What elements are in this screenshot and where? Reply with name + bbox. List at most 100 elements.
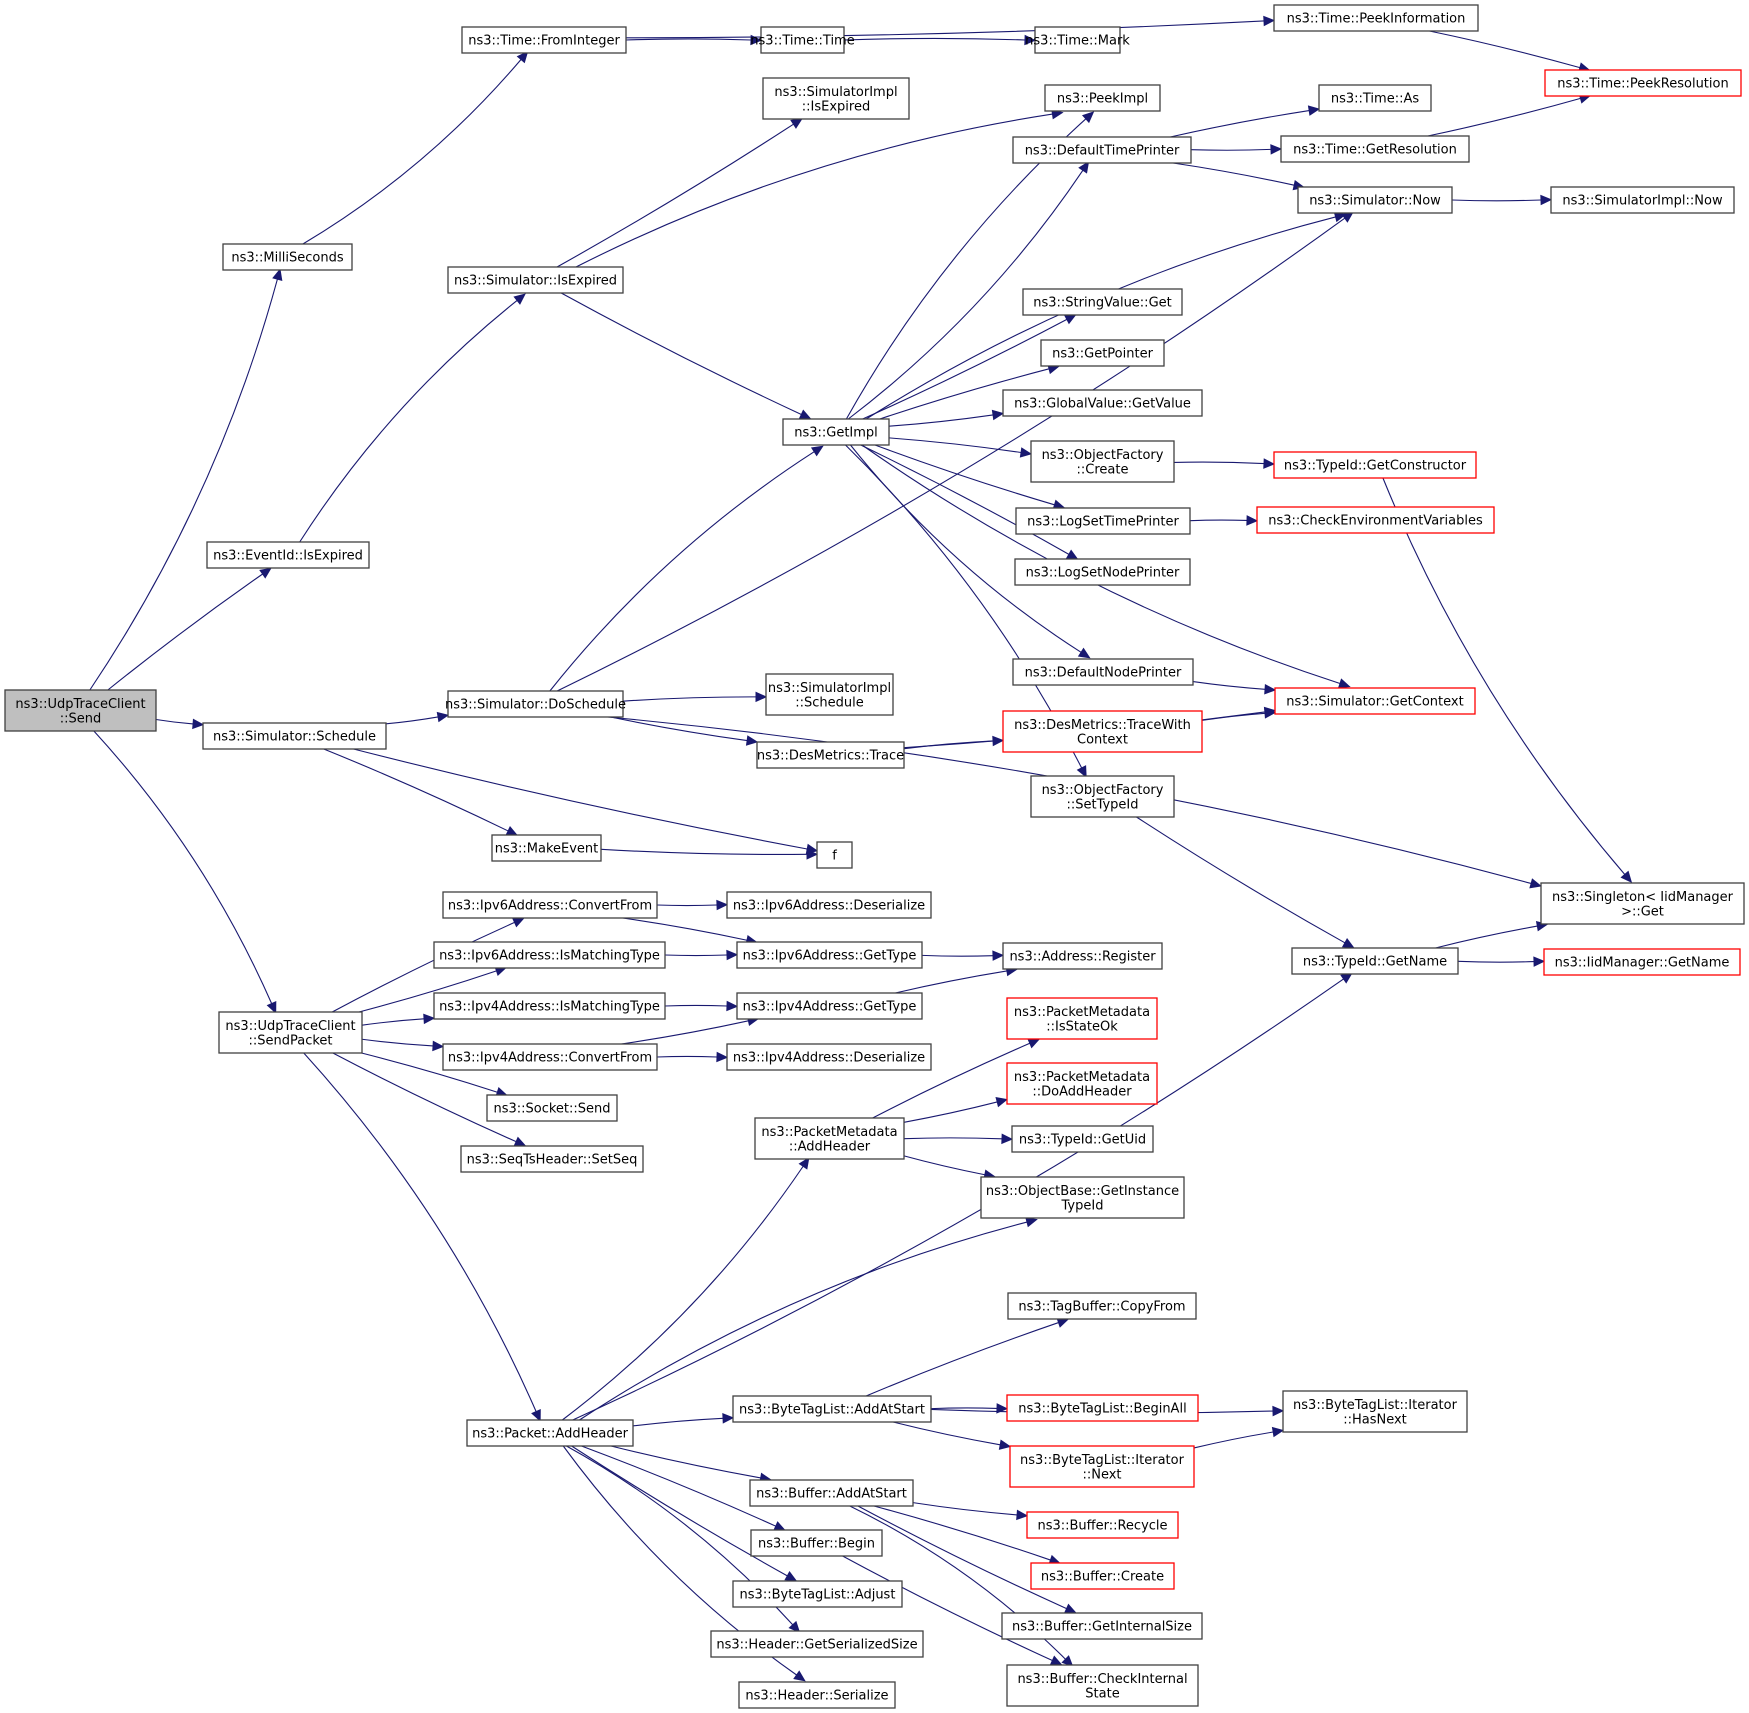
node-simulatorimpl-now[interactable]: ns3::SimulatorImpl::Now: [1550, 186, 1735, 214]
node-packetmetadata-addheader[interactable]: ns3::PacketMetadata::AddHeader: [754, 1117, 905, 1160]
node-defaulttimeprinter[interactable]: ns3::DefaultTimePrinter: [1012, 136, 1192, 164]
node-singleton-iidmanager-get[interactable]: ns3::Singleton< IidManager>::Get: [1540, 882, 1745, 925]
node-box[interactable]: [466, 1419, 634, 1447]
node-box[interactable]: [1274, 687, 1476, 715]
node-box[interactable]: [1006, 997, 1158, 1040]
node-box[interactable]: [1550, 186, 1735, 214]
node-logsettimeprinter[interactable]: ns3::LogSetTimePrinter: [1015, 507, 1191, 535]
node-box[interactable]: [491, 834, 602, 862]
node-box[interactable]: [460, 1145, 644, 1173]
node-box[interactable]: [750, 1529, 883, 1557]
node-simulator-now[interactable]: ns3::Simulator::Now: [1297, 186, 1453, 214]
node-box[interactable]: [1040, 339, 1165, 367]
node-udptraceclient-sendpacket[interactable]: ns3::UdpTraceClient::SendPacket: [218, 1011, 363, 1054]
node-socket-send[interactable]: ns3::Socket::Send: [486, 1094, 618, 1122]
node-ipv4address-ismatchingtype[interactable]: ns3::Ipv4Address::IsMatchingType: [433, 992, 666, 1020]
node-box[interactable]: [1030, 440, 1175, 483]
node-ipv6address-ismatchingtype[interactable]: ns3::Ipv6Address::IsMatchingType: [433, 941, 666, 969]
node-getpointer[interactable]: ns3::GetPointer: [1040, 339, 1165, 367]
node-ipv6address-deserialize[interactable]: ns3::Ipv6Address::Deserialize: [726, 891, 932, 919]
node-box[interactable]: [710, 1630, 924, 1658]
node-box[interactable]: [1006, 1062, 1158, 1105]
node-bytetaglist-iterator-hasnext[interactable]: ns3::ByteTagList::Iterator::HasNext: [1282, 1390, 1468, 1433]
node-packet-addheader[interactable]: ns3::Packet::AddHeader: [466, 1419, 634, 1447]
node-simulator-isexpired[interactable]: ns3::Simulator::IsExpired: [447, 266, 624, 294]
node-globalvalue-getvalue[interactable]: ns3::GlobalValue::GetValue: [1002, 389, 1203, 417]
node-ipv4address-gettype[interactable]: ns3::Ipv4Address::GetType: [736, 992, 923, 1020]
node-eventid-isexpired[interactable]: ns3::EventId::IsExpired: [206, 541, 370, 569]
node-box[interactable]: [738, 1681, 896, 1709]
node-box[interactable]: [816, 841, 853, 869]
node-time-getresolution[interactable]: ns3::Time::GetResolution: [1280, 135, 1470, 163]
node-box[interactable]: [447, 690, 624, 718]
node-f[interactable]: f: [816, 841, 853, 869]
node-box[interactable]: [1006, 1664, 1199, 1707]
node-box[interactable]: [1291, 947, 1459, 975]
node-defaultnodeprinter[interactable]: ns3::DefaultNodePrinter: [1012, 658, 1194, 686]
node-box[interactable]: [1026, 1511, 1179, 1539]
node-ipv4address-deserialize[interactable]: ns3::Ipv4Address::Deserialize: [726, 1043, 932, 1071]
node-box[interactable]: [1034, 26, 1121, 54]
node-logsetnodeprinter[interactable]: ns3::LogSetNodePrinter: [1014, 558, 1191, 586]
node-packetmetadata-isstateok[interactable]: ns3::PacketMetadata::IsStateOk: [1006, 997, 1158, 1040]
node-header-serialize[interactable]: ns3::Header::Serialize: [738, 1681, 896, 1709]
node-box[interactable]: [732, 1580, 903, 1608]
node-udptraceclient-send[interactable]: ns3::UdpTraceClient::Send: [4, 689, 157, 732]
node-bytetaglist-addatstart[interactable]: ns3::ByteTagList::AddAtStart: [732, 1395, 932, 1423]
node-box[interactable]: [1273, 451, 1477, 479]
node-box[interactable]: [732, 1395, 932, 1423]
node-box[interactable]: [765, 673, 894, 716]
node-box[interactable]: [433, 941, 666, 969]
node-time-time[interactable]: ns3::Time::Time: [750, 26, 855, 54]
node-box[interactable]: [1030, 775, 1175, 818]
node-box[interactable]: [1002, 710, 1203, 753]
node-box[interactable]: [762, 77, 910, 120]
node-box[interactable]: [1030, 1562, 1175, 1590]
node-box[interactable]: [726, 1043, 932, 1071]
node-address-register[interactable]: ns3::Address::Register: [1002, 942, 1163, 970]
node-bytetaglist-adjust[interactable]: ns3::ByteTagList::Adjust: [732, 1580, 903, 1608]
node-box[interactable]: [1297, 186, 1453, 214]
node-box[interactable]: [1012, 658, 1194, 686]
node-box[interactable]: [442, 1043, 658, 1071]
node-box[interactable]: [447, 266, 624, 294]
node-simulatorimpl-isexpired[interactable]: ns3::SimulatorImpl::IsExpired: [762, 77, 910, 120]
node-box[interactable]: [749, 1479, 914, 1507]
node-box[interactable]: [433, 992, 666, 1020]
node-box[interactable]: [1014, 558, 1191, 586]
node-tagbuffer-copyfrom[interactable]: ns3::TagBuffer::CopyFrom: [1007, 1292, 1197, 1320]
node-buffer-getinternalsize[interactable]: ns3::Buffer::GetInternalSize: [1001, 1612, 1203, 1640]
node-buffer-create[interactable]: ns3::Buffer::Create: [1030, 1562, 1175, 1590]
node-box[interactable]: [726, 891, 932, 919]
node-objectfactory-settypeid[interactable]: ns3::ObjectFactory::SetTypeId: [1030, 775, 1175, 818]
node-box[interactable]: [218, 1011, 363, 1054]
node-box[interactable]: [1009, 1445, 1195, 1488]
node-box[interactable]: [1318, 84, 1432, 112]
node-time-mark[interactable]: ns3::Time::Mark: [1025, 26, 1130, 54]
node-box[interactable]: [442, 891, 658, 919]
node-objectfactory-create[interactable]: ns3::ObjectFactory::Create: [1030, 440, 1175, 483]
node-box[interactable]: [782, 418, 890, 446]
node-ipv4address-convertfrom[interactable]: ns3::Ipv4Address::ConvertFrom: [442, 1043, 658, 1071]
node-bytetaglist-iterator-next[interactable]: ns3::ByteTagList::Iterator::Next: [1009, 1445, 1195, 1488]
node-box[interactable]: [1015, 507, 1191, 535]
node-buffer-begin[interactable]: ns3::Buffer::Begin: [750, 1529, 883, 1557]
node-box[interactable]: [461, 26, 627, 54]
node-box[interactable]: [980, 1176, 1185, 1219]
node-box[interactable]: [202, 722, 387, 750]
node-buffer-addatstart[interactable]: ns3::Buffer::AddAtStart: [749, 1479, 914, 1507]
node-buffer-recycle[interactable]: ns3::Buffer::Recycle: [1026, 1511, 1179, 1539]
node-ipv6address-convertfrom[interactable]: ns3::Ipv6Address::ConvertFrom: [442, 891, 658, 919]
node-box[interactable]: [1011, 1125, 1154, 1153]
node-makeevent[interactable]: ns3::MakeEvent: [491, 834, 602, 862]
node-box[interactable]: [1280, 135, 1470, 163]
node-box[interactable]: [1282, 1390, 1468, 1433]
node-box[interactable]: [1543, 948, 1741, 976]
node-box[interactable]: [486, 1094, 618, 1122]
node-box[interactable]: [1001, 1612, 1203, 1640]
node-typeid-getname[interactable]: ns3::TypeId::GetName: [1291, 947, 1459, 975]
node-box[interactable]: [1002, 942, 1163, 970]
node-box[interactable]: [1273, 4, 1479, 32]
